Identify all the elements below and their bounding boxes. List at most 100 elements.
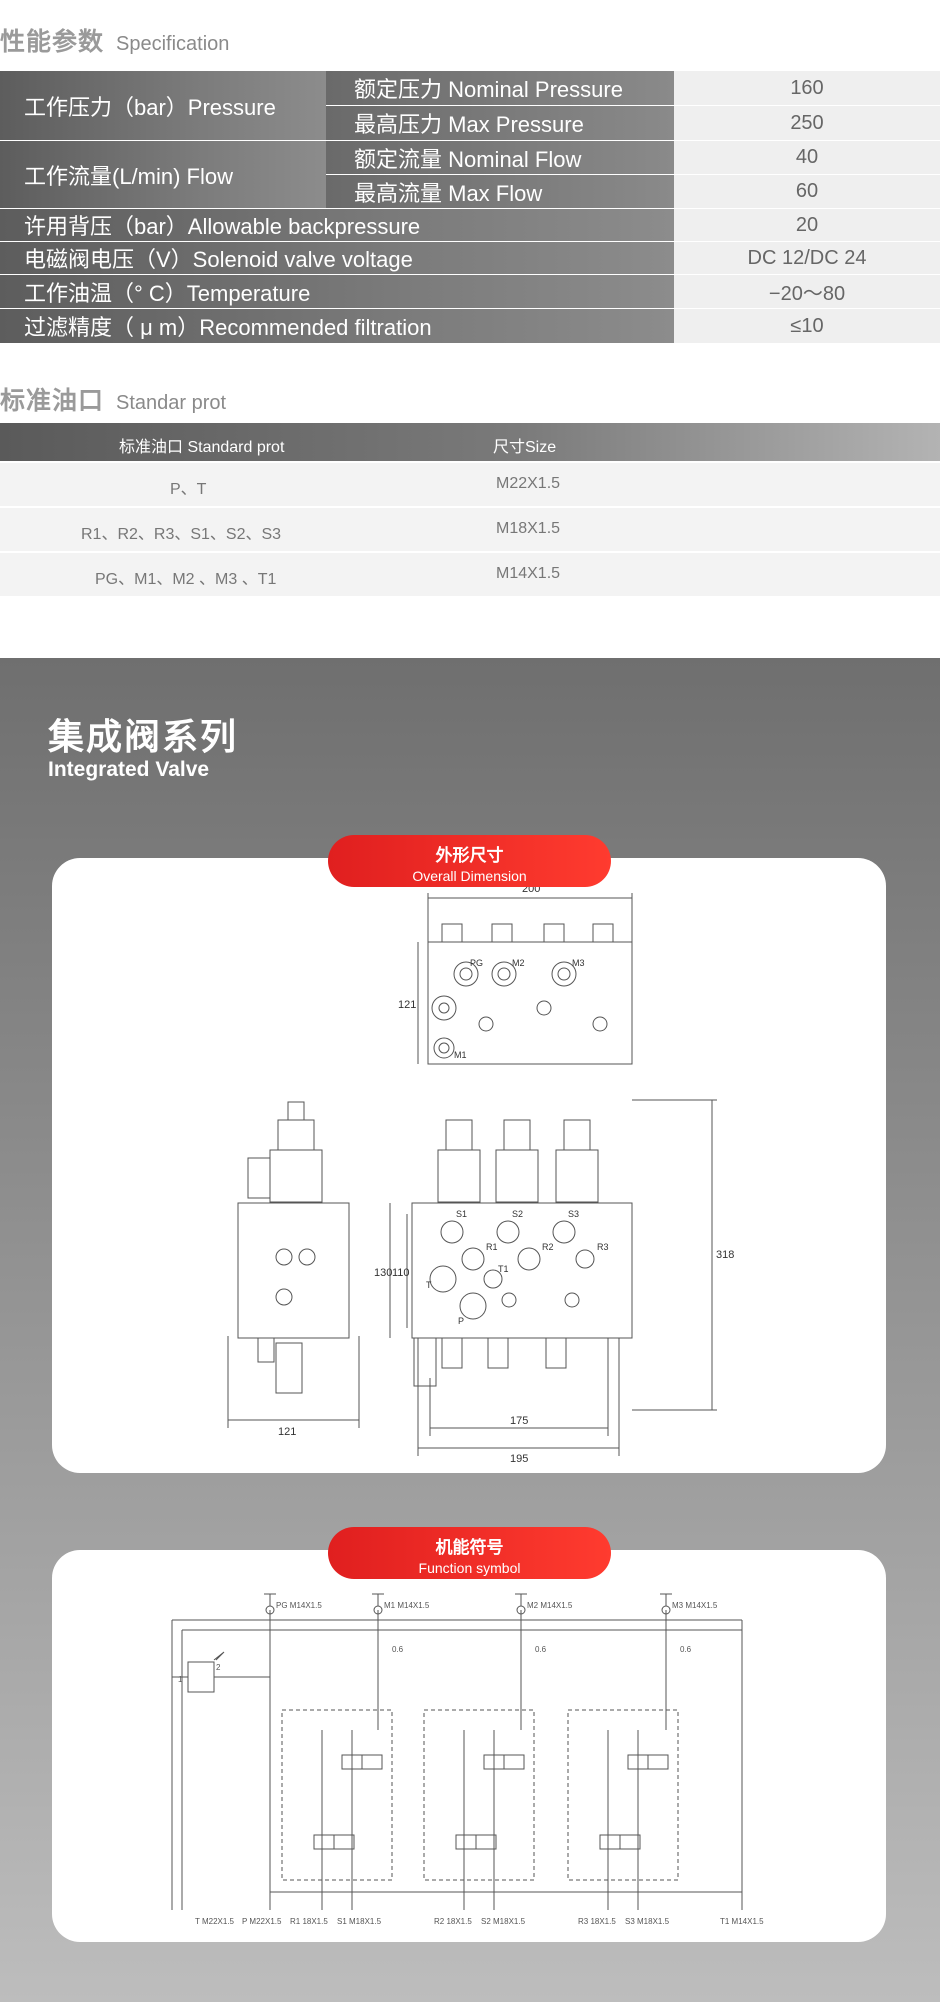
port-section-title: 标准油口 Standar prot <box>0 381 226 417</box>
dim-label-121-top: 121 <box>398 999 416 1011</box>
dim-label-121-side: 121 <box>278 1426 296 1438</box>
port-m1-symbol <box>438 1042 450 1054</box>
label-r2: R2 <box>542 1242 554 1252</box>
port-symbol <box>564 1292 580 1308</box>
solenoid-block <box>647 1754 669 1770</box>
side-view-plug <box>247 1157 271 1199</box>
port-symbol <box>431 995 457 1021</box>
valve-title-cn: 集成阀系列 <box>48 716 239 757</box>
spec-title-cn: 性能参数 <box>0 28 105 56</box>
label-m1-port: M1 M14X1.5 <box>384 1601 430 1610</box>
port-s3-symbol <box>552 1220 576 1244</box>
port-m3-symbol <box>551 961 577 987</box>
top-view-tab <box>543 923 565 943</box>
spec-label-filtration: 过滤精度（ μ m）Recommended filtration <box>0 309 674 343</box>
port-pg-symbol <box>453 961 479 987</box>
dim-label-130: 130 <box>374 1267 392 1279</box>
spec-label-max-pressure: 最高压力 Max Pressure <box>326 106 674 140</box>
label-r1: R1 <box>486 1242 498 1252</box>
integrated-valve-section: 集成阀系列 Integrated Valve <box>0 658 940 2002</box>
size-cell: M18X1.5 <box>496 520 561 537</box>
spec-label-voltage: 电磁阀电压（V）Solenoid valve voltage <box>0 242 674 274</box>
port-cell: PG、M1、M2 、M3 、T1 <box>95 571 277 588</box>
label-pg-port: PG M14X1.5 <box>276 1601 322 1610</box>
front-view-body <box>411 1202 633 1339</box>
valve-module-3 <box>567 1709 679 1881</box>
function-symbol-pill: 机能符号 Function symbol <box>328 1527 611 1579</box>
port-title-cn: 标准油口 <box>0 387 105 415</box>
spec-section-title: 性能参数 Specification <box>0 22 229 58</box>
side-view-adjuster <box>277 1119 315 1151</box>
function-symbol-card: PG M14X1.5 M1 M14X1.5 M2 M14X1.5 M3 M14X… <box>52 1550 886 1942</box>
spec-label-flow: 工作流量(L/min) Flow <box>0 141 326 208</box>
spec-value-voltage: DC 12/DC 24 <box>674 242 940 274</box>
port-m3-symbol <box>557 967 571 981</box>
port-symbol <box>592 1016 608 1032</box>
port-cell: R1、R2、R3、S1、S2、S3 <box>81 526 282 543</box>
side-view-fitting <box>257 1337 275 1363</box>
port-symbol <box>275 1248 293 1266</box>
label-orifice-1: 0.6 <box>392 1645 404 1654</box>
label-s2: S2 <box>512 1209 523 1219</box>
top-view-tab <box>441 923 463 943</box>
front-view-valve-cartridge <box>413 1337 437 1387</box>
front-view-coil <box>555 1149 599 1203</box>
label-relief-2: 2 <box>216 1663 221 1672</box>
label-t1-port: T1 M14X1.5 <box>720 1917 764 1926</box>
solenoid-block <box>361 1754 383 1770</box>
side-view-body <box>237 1202 350 1339</box>
port-m1-symbol <box>433 1037 455 1059</box>
spec-label-backpressure: 许用背压（bar）Allowable backpressure <box>0 209 674 241</box>
port-t1-symbol <box>483 1269 503 1289</box>
label-s1: S1 <box>456 1209 467 1219</box>
label-r1-port: R1 18X1.5 <box>290 1917 328 1926</box>
port-s2-symbol <box>496 1220 520 1244</box>
port-pg-symbol <box>459 967 473 981</box>
front-view-fitting <box>545 1337 567 1369</box>
front-view-coil <box>437 1149 481 1203</box>
dim-label-318: 318 <box>716 1249 734 1261</box>
front-view-adjuster <box>445 1119 473 1151</box>
port-r1-symbol <box>461 1247 485 1271</box>
port-r3-symbol <box>575 1249 595 1269</box>
solenoid-block <box>313 1834 335 1850</box>
label-s3-port: S3 M18X1.5 <box>625 1917 670 1926</box>
label-m2: M2 <box>512 958 525 968</box>
port-s1-symbol <box>440 1220 464 1244</box>
valve-module-2 <box>423 1709 535 1881</box>
top-view-body <box>427 941 633 1065</box>
dimension-drawing: 200 121 PG M2 M3 M1 S1 S2 S3 R1 R2 R3 T1… <box>227 883 734 1465</box>
label-m3-port: M3 M14X1.5 <box>672 1601 718 1610</box>
label-r3-port: R3 18X1.5 <box>578 1917 616 1926</box>
spec-label-nominal-flow: 额定流量 Nominal Flow <box>326 141 674 174</box>
spec-label-pressure: 工作压力（bar）Pressure <box>0 71 326 140</box>
spec-label-nominal-pressure: 额定压力 Nominal Pressure <box>326 71 674 105</box>
label-m1: M1 <box>454 1050 467 1060</box>
solenoid-block <box>619 1834 641 1850</box>
solenoid-block <box>455 1834 477 1850</box>
label-t-port: T M22X1.5 <box>195 1917 235 1926</box>
label-r2-port: R2 18X1.5 <box>434 1917 472 1926</box>
port-m2-symbol <box>497 967 511 981</box>
port-symbol <box>478 1016 494 1032</box>
spec-value-nominal-pressure: 160 <box>674 71 940 105</box>
spec-title-en: Specification <box>116 33 230 55</box>
function-pill-en: Function symbol <box>418 1560 521 1576</box>
label-orifice-3: 0.6 <box>680 1645 692 1654</box>
side-view-knob <box>287 1101 305 1121</box>
port-title-en: Standar prot <box>116 392 227 414</box>
label-s1-port: S1 M18X1.5 <box>337 1917 382 1926</box>
spec-label-max-flow: 最高流量 Max Flow <box>326 175 674 208</box>
label-p-port: P M22X1.5 <box>242 1917 282 1926</box>
label-pg: PG <box>470 958 483 968</box>
spec-value-nominal-flow: 40 <box>674 141 940 174</box>
front-view-adjuster <box>503 1119 531 1151</box>
port-r2-symbol <box>517 1247 541 1271</box>
port-symbol <box>438 1002 450 1014</box>
front-view-coil <box>495 1149 539 1203</box>
port-symbol <box>298 1248 316 1266</box>
label-relief-1: 1 <box>178 1675 183 1684</box>
label-t: T <box>426 1280 432 1290</box>
side-view-coil <box>269 1149 323 1203</box>
port-symbol <box>536 1000 552 1016</box>
